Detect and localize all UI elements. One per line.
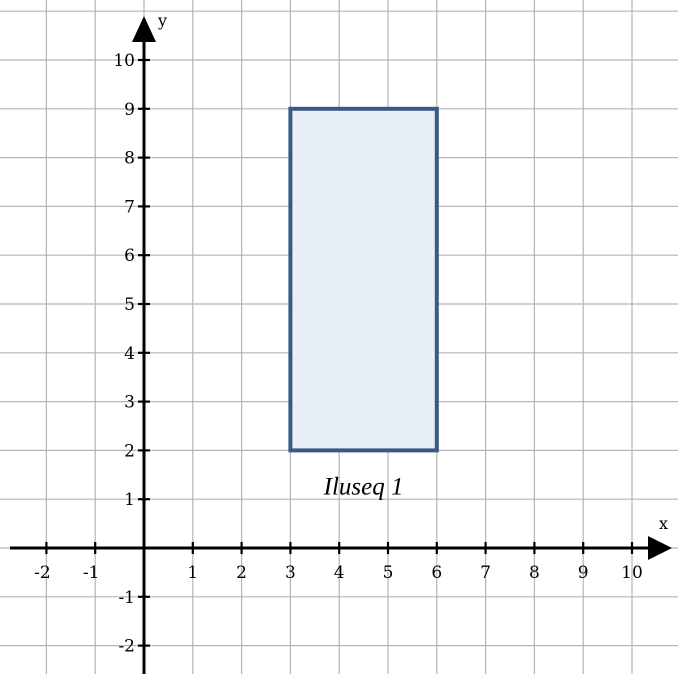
y-tick-label: 9 [124,100,135,120]
x-tick-label: 7 [480,563,491,583]
ticks: -2 -1 1 2 3 4 5 6 7 8 9 10 10 9 8 7 6 5 4 3 2 1 -1 -2 [34,51,643,657]
x-tick-label: -2 [34,563,51,583]
y-tick-label: 3 [124,393,135,413]
x-tick-label: 3 [285,563,296,583]
y-tick-label: 4 [124,344,135,364]
y-tick-label: -2 [118,637,135,657]
y-axis-label: y [157,11,167,30]
y-tick-label: 2 [124,441,135,461]
shapes-layer: Iluseq 1 [288,106,439,500]
y-tick-label: 1 [124,490,135,510]
rectangle [288,106,439,453]
y-axis-arrow [132,16,156,42]
x-axis-arrow [648,536,672,560]
x-tick-label: 8 [529,563,540,583]
x-tick-label: 9 [578,563,589,583]
y-tick-label: 5 [124,295,135,315]
x-tick-label: 2 [236,563,247,583]
y-tick-label: 10 [113,51,135,71]
y-tick-label: 7 [124,197,135,217]
shape-label: Iluseq 1 [323,473,404,500]
x-tick-label: 5 [383,563,394,583]
x-tick-label: -1 [83,563,100,583]
y-tick-label: 8 [124,149,135,169]
y-tick-label: -1 [118,588,135,608]
x-tick-label: 6 [431,563,442,583]
x-axis-label: x [659,514,668,533]
x-tick-label: 1 [187,563,198,583]
y-tick-label: 6 [124,246,135,266]
x-tick-label: 10 [621,563,643,583]
x-tick-label: 4 [334,563,345,583]
